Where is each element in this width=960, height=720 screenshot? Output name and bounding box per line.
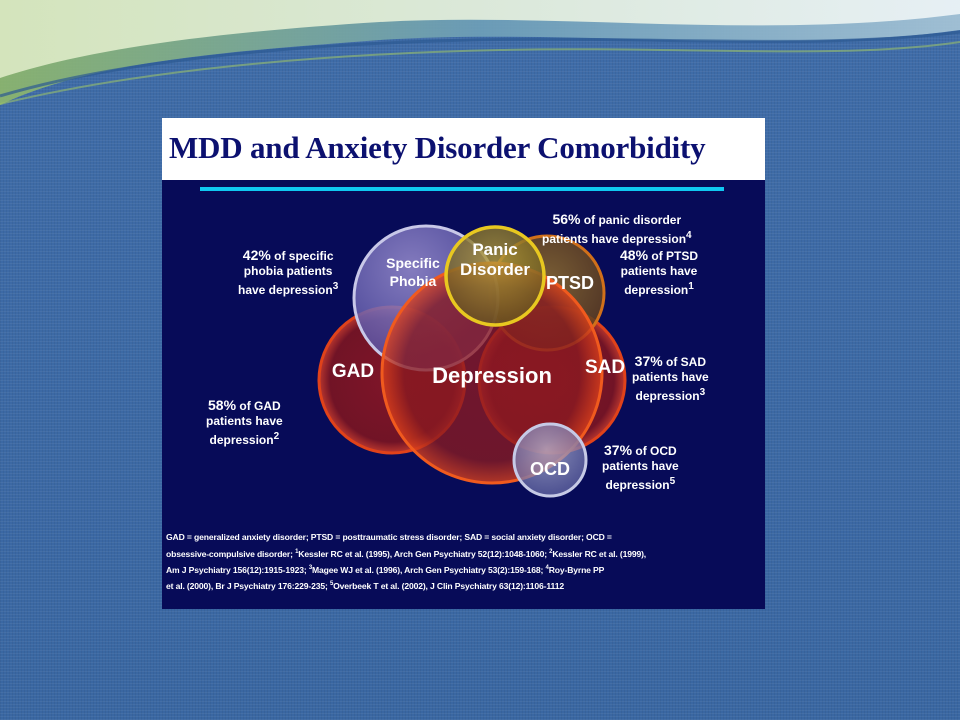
panic-stat-label: 56% of panic disorder patients have depr… bbox=[542, 211, 692, 247]
panic-disorder-label-line2: Disorder bbox=[460, 260, 530, 279]
slide-title-band: MDD and Anxiety Disorder Comorbidity bbox=[162, 118, 765, 180]
ocd-circle-label: OCD bbox=[530, 459, 570, 479]
gad-circle-label: GAD bbox=[332, 361, 374, 382]
sad-stat-label: 37% of SAD patients have depression3 bbox=[632, 353, 709, 404]
ocd-stat-label: 37% of OCD patients have depression5 bbox=[602, 442, 679, 493]
specific-phobia-label-line2: Phobia bbox=[390, 273, 437, 289]
ptsd-circle-label: PTSD bbox=[546, 273, 594, 293]
sad-circle-label: SAD bbox=[585, 357, 625, 378]
specific-phobia-label-line1: Specific bbox=[386, 255, 440, 271]
ocd-circle bbox=[512, 422, 588, 498]
specific-phobia-stat-label: 42% of specific phobia patients have dep… bbox=[238, 247, 339, 298]
references-footnote: GAD = generalized anxiety disorder; PTSD… bbox=[166, 532, 647, 592]
depression-circle-label: Depression bbox=[432, 363, 552, 388]
panic-disorder-circle bbox=[444, 225, 546, 327]
panic-disorder-label-line1: Panic bbox=[472, 240, 517, 259]
slide-title: MDD and Anxiety Disorder Comorbidity bbox=[169, 130, 706, 165]
title-underline bbox=[200, 187, 724, 191]
slide-image: MDD and Anxiety Disorder Comorbidity bbox=[162, 118, 765, 609]
header-swoosh-decoration bbox=[0, 0, 960, 105]
gad-stat-label: 58% of GAD patients have depression2 bbox=[206, 397, 283, 448]
ptsd-stat-label: 48% of PTSD patients have depression1 bbox=[620, 247, 699, 298]
comorbidity-venn-diagram: GAD Specific Phobia Panic Disorder PTSD … bbox=[317, 224, 627, 498]
